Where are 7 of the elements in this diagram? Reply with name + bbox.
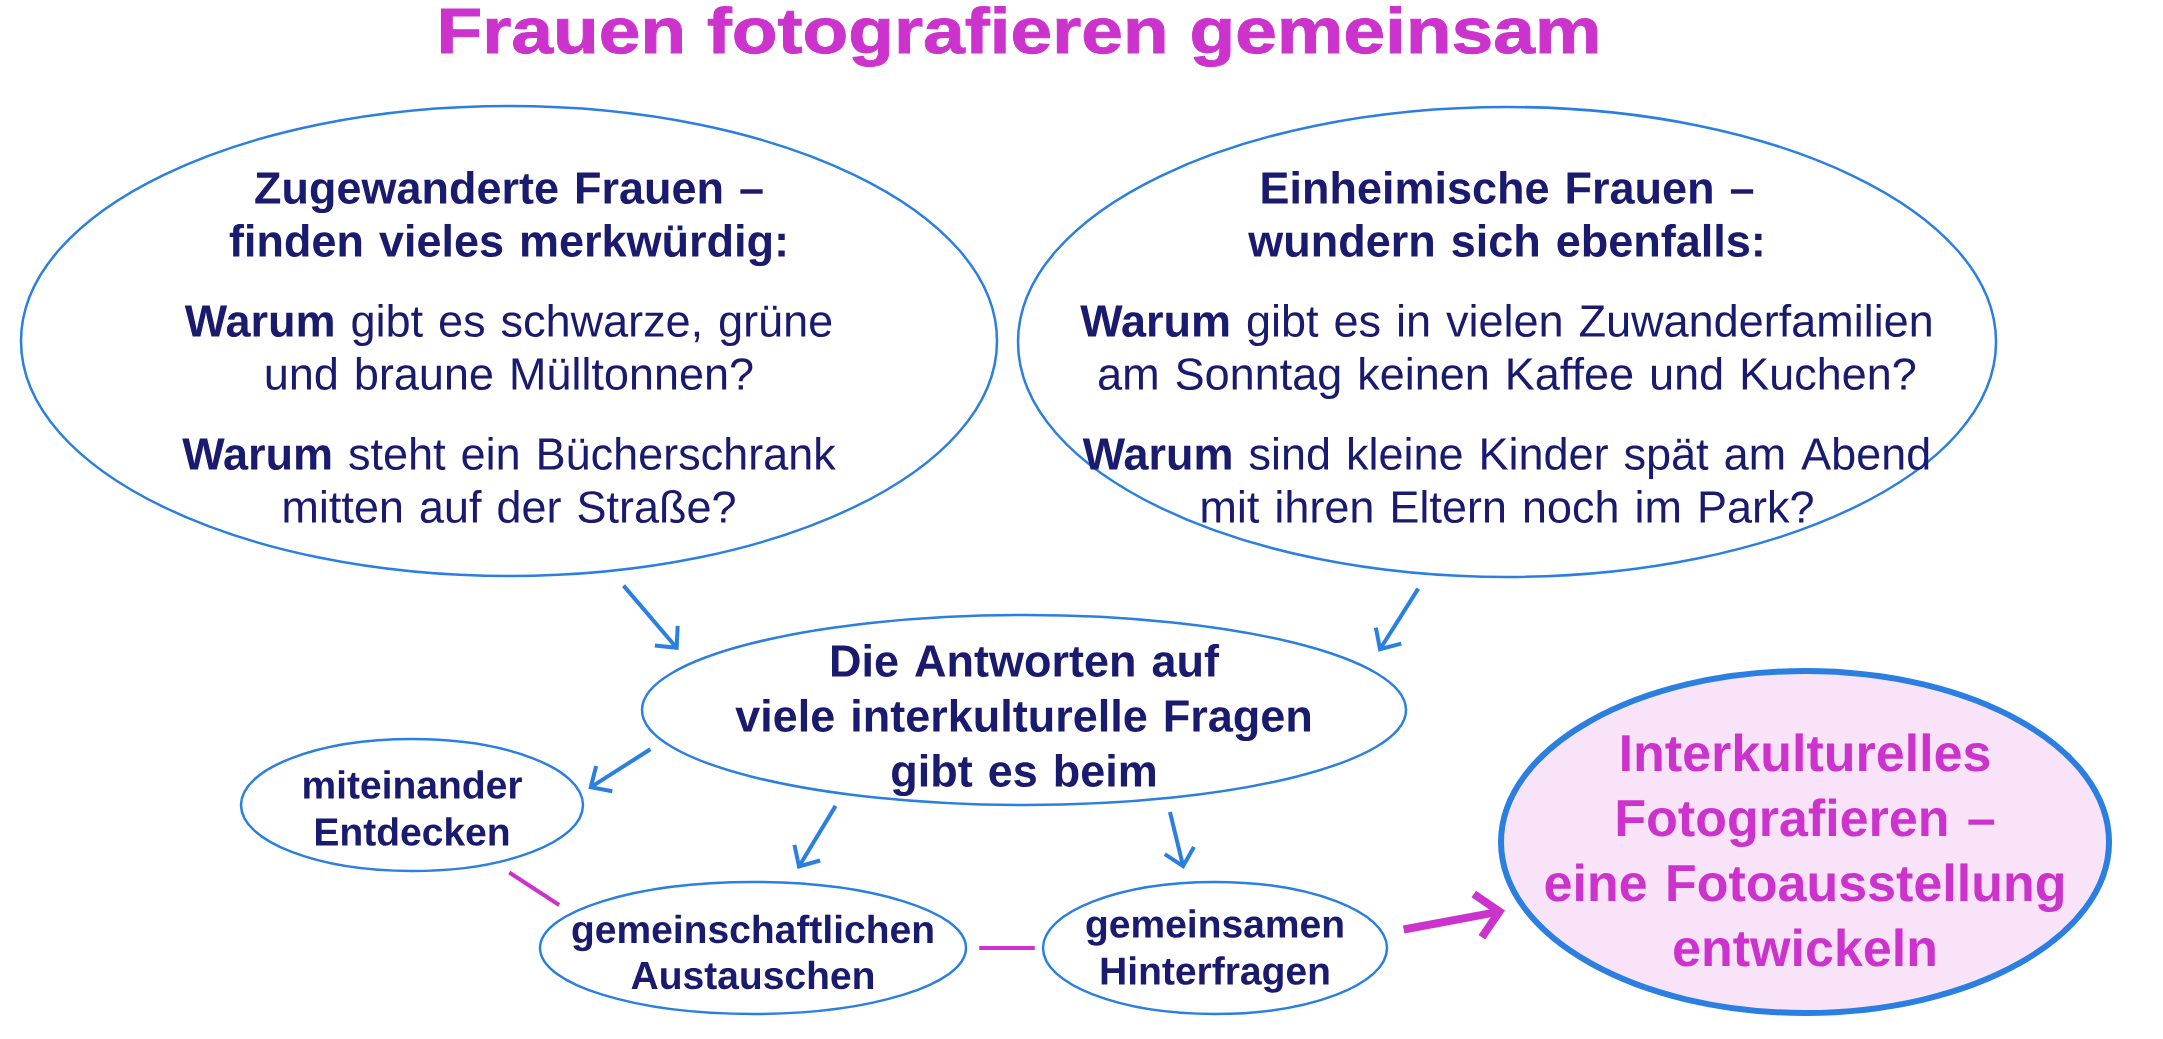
arrow <box>1373 587 1420 652</box>
arrow <box>588 747 652 794</box>
arrow <box>1402 890 1505 940</box>
arrow <box>622 584 680 651</box>
connector-line <box>979 946 1035 950</box>
connector-line <box>508 870 561 907</box>
arrow <box>792 804 838 869</box>
